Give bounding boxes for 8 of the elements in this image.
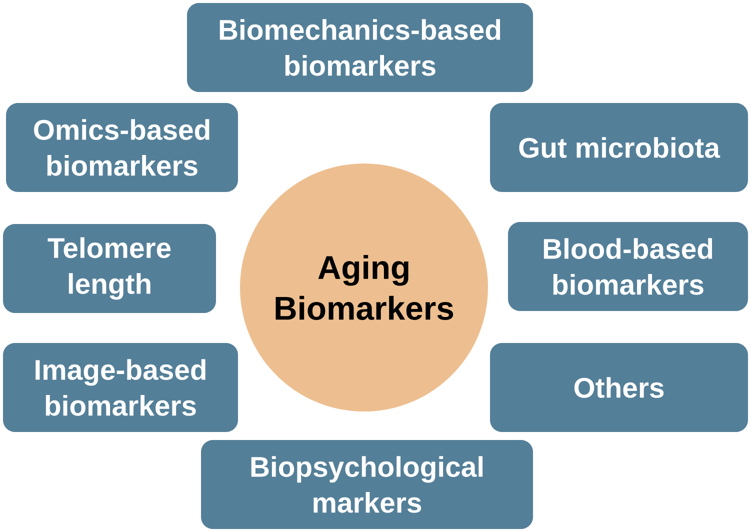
category-box: Others [490,343,748,432]
category-box: Gut microbiota [490,103,748,192]
category-box: Image-based biomarkers [3,343,238,432]
category-box: Biomechanics-based biomarkers [187,3,533,92]
category-box: Blood-based biomarkers [508,222,748,311]
category-box: Biopsychological markers [201,440,533,529]
category-box: Omics-based biomarkers [6,103,238,192]
category-box: Telomere length [3,224,216,313]
